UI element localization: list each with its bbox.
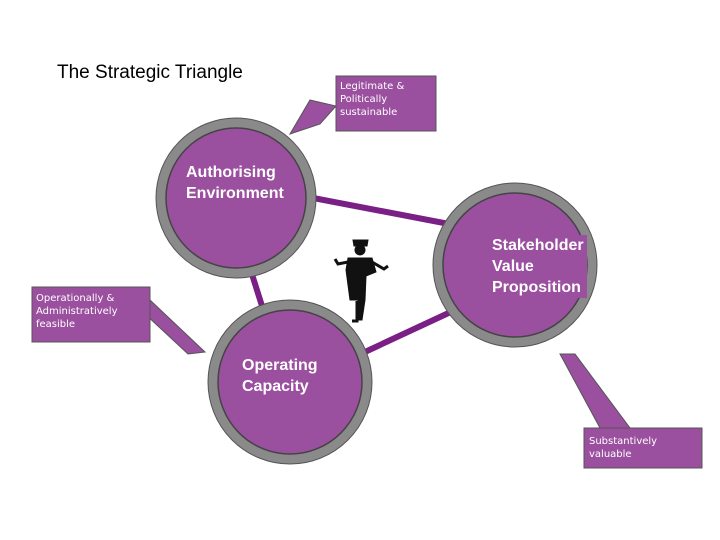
person-presenting-icon — [333, 239, 389, 323]
diagram-title: The Strategic Triangle — [57, 62, 243, 83]
callout-operational-text: Operationally & Administratively feasibl… — [36, 293, 118, 330]
stakeholder-label: Stakeholder Value Proposition — [489, 235, 587, 298]
callout-substantive-text: Substantively valuable — [589, 436, 658, 460]
operating-label: Operating Capacity — [239, 355, 321, 397]
callout-substantive — [559, 353, 703, 469]
callout-legitimate-text: Legitimate & Politically sustainable — [340, 81, 405, 118]
callout-operational — [31, 286, 207, 355]
callout-legitimate — [288, 75, 437, 135]
authorising-label: Authorising Environment — [183, 162, 287, 204]
